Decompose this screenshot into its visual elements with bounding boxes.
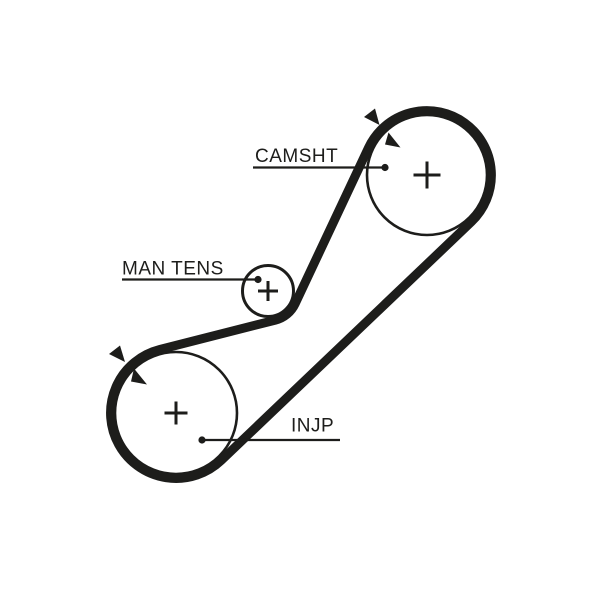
manual-tensioner-center-cross bbox=[258, 281, 278, 301]
camshaft-center-cross bbox=[413, 161, 441, 189]
timing-belt bbox=[106, 106, 496, 483]
camshaft-leader-dot bbox=[381, 163, 389, 172]
belt-arrow-icon bbox=[109, 345, 125, 362]
belt-arrow-icon bbox=[385, 132, 401, 148]
injection-pump-leader-dot bbox=[198, 436, 206, 444]
manual-tensioner-label: MAN TENS bbox=[122, 259, 224, 280]
injection-pump-center-cross bbox=[164, 401, 188, 425]
manual-tensioner-pulley-circle bbox=[241, 264, 295, 318]
injection-pump-label: INJP bbox=[291, 416, 334, 437]
camshaft-label: CAMSHT bbox=[255, 146, 338, 167]
manual-tensioner-leader-dot bbox=[254, 275, 262, 284]
belt-arrow-icon bbox=[364, 108, 380, 125]
belt-arrow-icon bbox=[131, 368, 147, 385]
